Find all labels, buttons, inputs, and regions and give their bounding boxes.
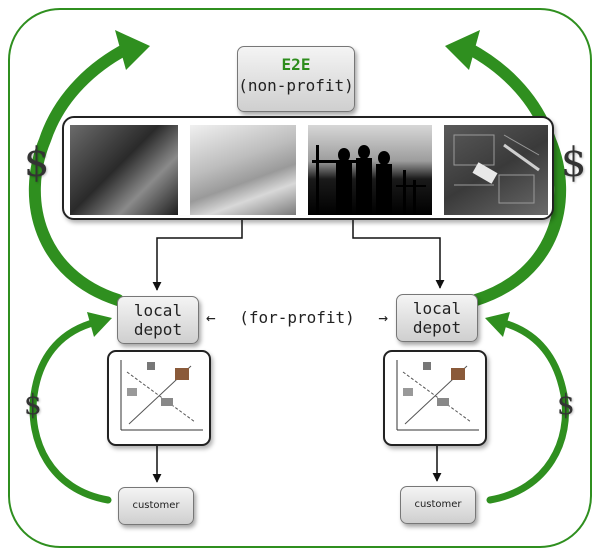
for-profit-text: (for-profit) (239, 308, 355, 327)
e2e-box: E2E (non-profit) (237, 46, 355, 112)
for-profit-label: ← (for-profit) → (206, 308, 388, 327)
depot-left-line1: local (133, 301, 183, 320)
dollar-sign-bottom-left: $ (24, 388, 42, 421)
depot-left-line2: depot (133, 320, 183, 339)
depot-right-line2: depot (412, 318, 462, 337)
dollar-sign-bottom-right: $ (557, 388, 575, 421)
depot-right-line1: local (412, 299, 462, 318)
dollar-sign-top-right: $ (561, 140, 587, 186)
left-arrow-glyph: ← (206, 308, 216, 327)
workers-icon (70, 125, 178, 215)
supply-demand-graph-right (383, 350, 487, 446)
right-arrow-glyph: → (378, 308, 388, 327)
supply-demand-graph-left (107, 350, 211, 446)
construction-silhouette-icon (308, 125, 432, 215)
e2e-title: E2E (281, 55, 311, 74)
sheet-metal-icon (190, 125, 296, 215)
local-depot-left: local depot (117, 296, 199, 344)
local-depot-right: local depot (396, 294, 478, 342)
photo-strip (62, 116, 554, 220)
customer-left: customer (118, 487, 194, 525)
customer-right: customer (400, 486, 476, 524)
e2e-subtitle: (non-profit) (238, 76, 354, 95)
blueprint-icon (444, 125, 548, 215)
dollar-sign-top-left: $ (24, 140, 50, 186)
